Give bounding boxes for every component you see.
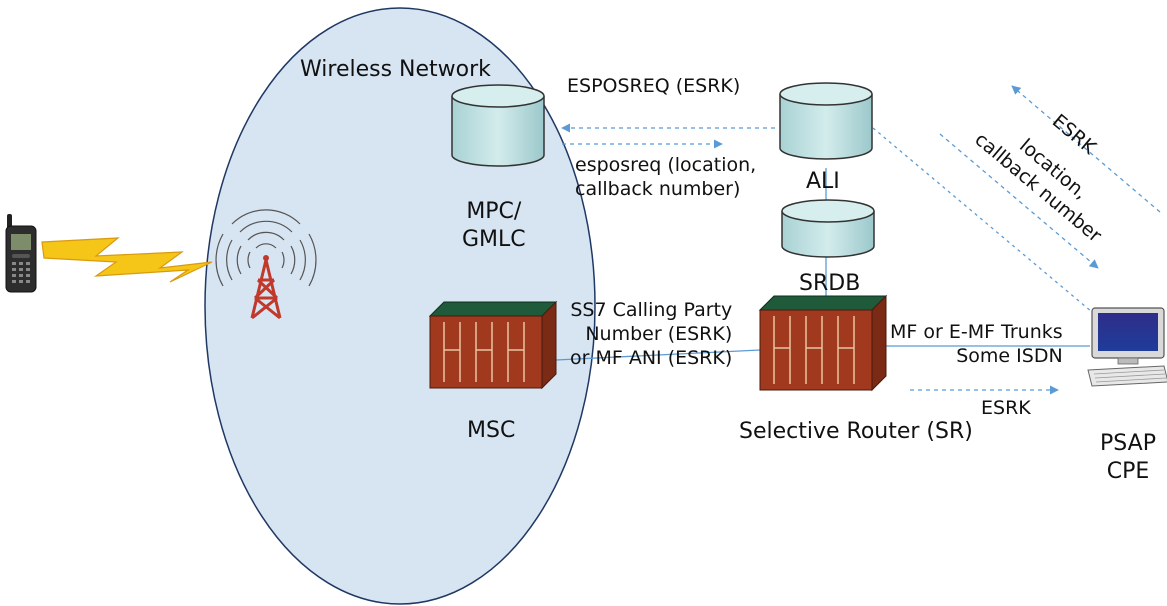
mobile-phone-icon xyxy=(5,214,37,293)
database-icon xyxy=(779,82,873,160)
esposreq-lower-label: esposreq (location, callback number) xyxy=(575,154,757,200)
database-icon xyxy=(451,84,545,167)
esposreq-upper-label: ESPOSREQ (ESRK) xyxy=(567,75,741,97)
ss7-label: SS7 Calling Party Number (ESRK) or MF AN… xyxy=(570,299,733,369)
location-diag-arrow xyxy=(939,133,1099,269)
ali-label: ALI xyxy=(806,169,840,194)
computer-icon xyxy=(1087,307,1167,387)
mpc-gmlc-label: MPC/ GMLC xyxy=(462,199,526,252)
database-icon xyxy=(781,199,875,258)
network-label: Wireless Network xyxy=(300,57,491,82)
psap-cpe-label: PSAP CPE xyxy=(1100,431,1156,484)
msc-label: MSC xyxy=(467,418,516,443)
switch-cabinet-icon xyxy=(428,300,558,390)
ali-psap-link xyxy=(872,127,1093,313)
lightning-bolt-icon xyxy=(41,237,213,283)
switch-cabinet-icon xyxy=(758,294,888,392)
selective-router-label: Selective Router (SR) xyxy=(739,419,973,444)
trunks-label: MF or E-MF Trunks Some ISDN xyxy=(890,321,1063,367)
radio-tower-icon xyxy=(215,209,317,320)
srdb-label: SRDB xyxy=(799,271,861,296)
msc-sr-link xyxy=(555,349,761,361)
connections xyxy=(555,85,1161,395)
esrk-diag-arrow xyxy=(1011,85,1161,213)
esrk-trunk-label: ESRK xyxy=(981,397,1031,419)
